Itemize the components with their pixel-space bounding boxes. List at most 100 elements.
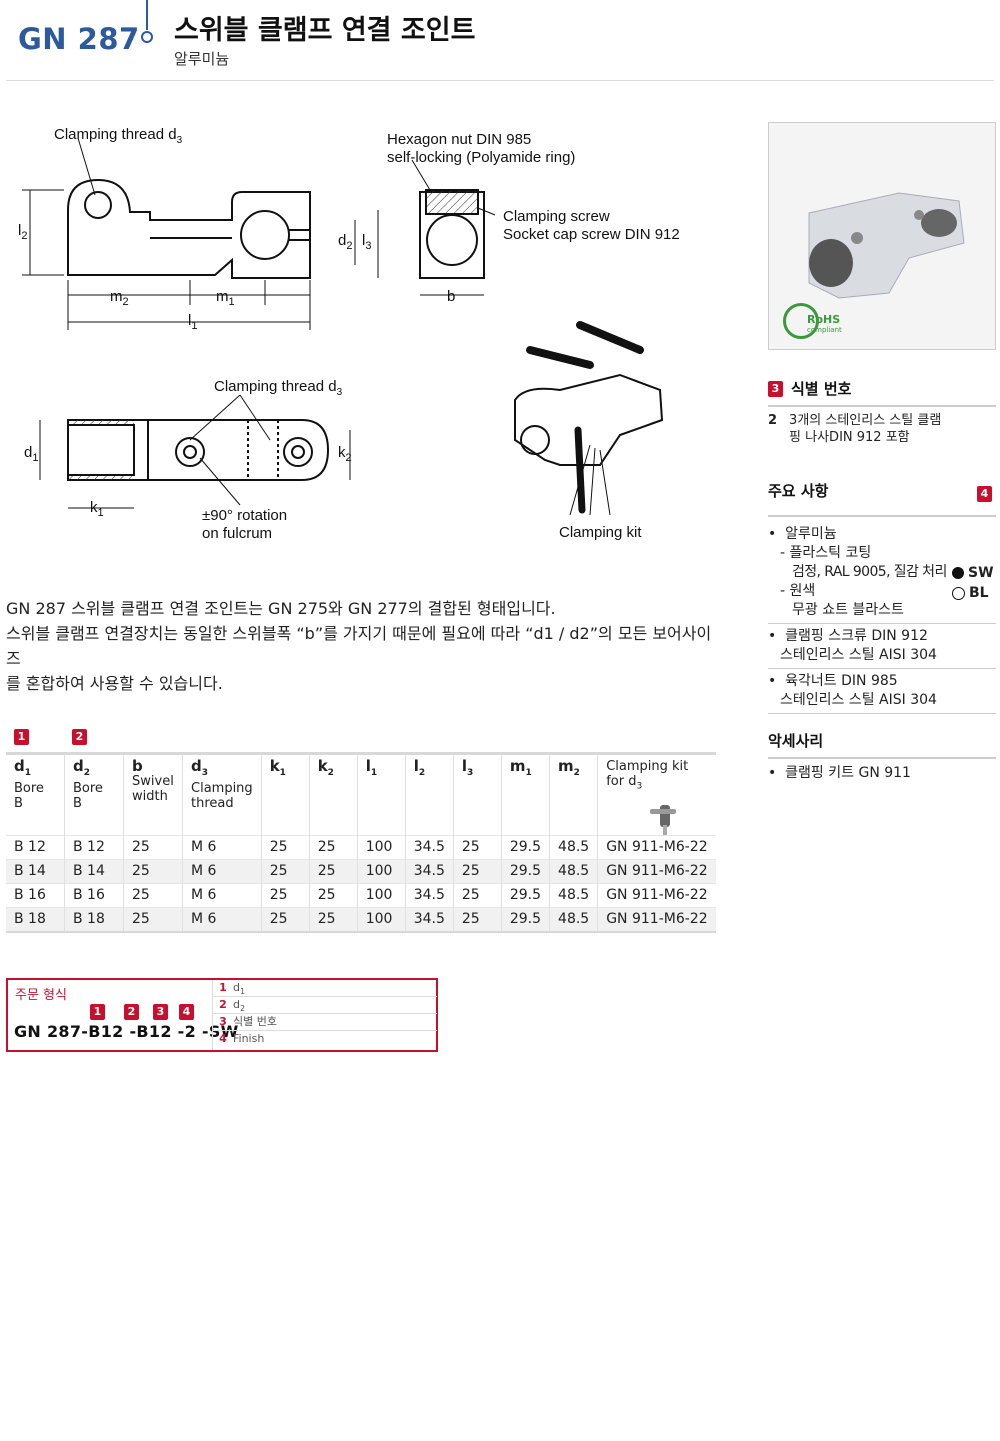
feature-natural: - 원색 <box>780 583 816 599</box>
label-clamping-kit: Clamping kit <box>559 524 642 541</box>
order-legend-label: 식별 번호 <box>233 1015 277 1028</box>
header-divider-line <box>146 0 148 30</box>
label-clamping-thread-top: Clamping thread d3 <box>54 126 183 146</box>
id-title: 식별 번호 <box>791 380 852 398</box>
header-rule <box>6 80 994 81</box>
dim-l3: l3 <box>362 232 372 252</box>
features-title: 주요 사항 <box>768 482 829 500</box>
feature-natural-desc: 무광 쇼트 블라스트 <box>792 602 904 618</box>
sw-filled-circle-icon <box>952 567 964 579</box>
order-badge-1: 1 <box>90 1004 105 1020</box>
id-badge-3: 3 <box>768 380 783 397</box>
order-legend-row: 1 d1 <box>213 980 437 997</box>
table-cell-l2: 34.5 <box>405 858 454 884</box>
order-badge-2: 2 <box>124 1004 139 1020</box>
col-m2: m2 <box>549 752 599 836</box>
table-cell-b: 25 <box>123 882 183 908</box>
table-cell-d1: B 18 <box>6 906 65 933</box>
header-divider-dot <box>141 31 153 43</box>
table-cell-b: 25 <box>123 834 183 860</box>
features-badge-4: 4 <box>977 486 992 502</box>
order-code: GN 287-B12 -B12 -2 -SW <box>14 1022 239 1041</box>
table-cell-m1: 29.5 <box>501 882 551 908</box>
feature-coating: - 플라스틱 코팅 <box>780 545 872 561</box>
table-cell-l1: 100 <box>357 906 406 933</box>
table-cell-l2: 34.5 <box>405 882 454 908</box>
label-hex-nut-1: Hexagon nut DIN 985 <box>387 131 532 148</box>
side-view-body <box>67 178 311 279</box>
table-cell-d1: B 16 <box>6 882 65 908</box>
col-k2: k2 <box>309 752 358 836</box>
label-rotation-2: on fulcrum <box>202 525 273 542</box>
feature-nut: • 육각너트 DIN 985 <box>768 673 898 689</box>
id-rule <box>768 405 996 407</box>
col-kit: Clamping kit for d3 <box>597 752 716 836</box>
accessories-rule <box>768 757 996 759</box>
order-title: 주문 형식 <box>15 988 67 1003</box>
badge-1: 1 <box>14 729 29 745</box>
table-cell-l1: 100 <box>357 882 406 908</box>
order-badge-4: 4 <box>179 1004 194 1020</box>
top-arm-body <box>147 419 330 481</box>
table-cell-m2: 48.5 <box>549 858 599 884</box>
table-cell-l3: 25 <box>453 906 502 933</box>
accessories-title: 악세사리 <box>768 732 824 750</box>
feature-nut-material: 스테인리스 스틸 AISI 304 <box>780 692 937 708</box>
product-photo: RoHS compliant <box>768 122 996 350</box>
table-cell-k1: 25 <box>261 858 310 884</box>
rohs-label: RoHS <box>807 313 841 326</box>
table-cell-m1: 29.5 <box>501 906 551 933</box>
rohs-sub: compliant <box>807 326 842 334</box>
order-legend-number: 1 <box>219 981 227 994</box>
dim-k2: k2 <box>338 444 352 464</box>
order-legend-number: 3 <box>219 1015 227 1028</box>
product-code: GN 287 <box>18 22 140 56</box>
order-badge-3: 3 <box>153 1004 168 1020</box>
table-cell-d2: B 16 <box>64 882 124 908</box>
top-hex-1 <box>175 437 205 467</box>
table-cell-b: 25 <box>123 906 183 933</box>
top-hex-2 <box>283 437 313 467</box>
table-cell-k1: 25 <box>261 906 310 933</box>
id-number: 2 <box>768 413 778 428</box>
order-legend-number: 4 <box>219 1032 227 1045</box>
col-k1: k1 <box>261 752 310 836</box>
feature-screw: • 클램핑 스크류 DIN 912 <box>768 628 928 644</box>
table-cell-l2: 34.5 <box>405 834 454 860</box>
table-cell-m1: 29.5 <box>501 834 551 860</box>
order-legend-row: 3 식별 번호 <box>213 1014 437 1031</box>
table-cell-kit: GN 911-M6-22 <box>597 858 716 884</box>
table-cell-m2: 48.5 <box>549 834 599 860</box>
badge-2: 2 <box>72 729 87 745</box>
label-screw-1: Clamping screw <box>503 208 610 225</box>
table-cell-l3: 25 <box>453 858 502 884</box>
table-cell-d3: M 6 <box>182 834 262 860</box>
accessory-item: • 클램핑 키트 GN 911 <box>768 765 911 781</box>
table-cell-k1: 25 <box>261 834 310 860</box>
description-line-2: 스위블 클램프 연결장치는 동일한 스위블폭 “b”를 가지기 때문에 필요에 … <box>6 624 712 668</box>
col-l3: l3 <box>453 752 502 836</box>
table-cell-d2: B 12 <box>64 834 124 860</box>
features-rule <box>768 515 996 517</box>
clamping-kit-icon <box>650 804 677 835</box>
order-legend-label: d1 <box>233 981 246 997</box>
label-rotation-1: ±90° rotation <box>202 507 288 524</box>
end-bore-circle <box>426 214 478 266</box>
dim-b: b <box>447 288 456 305</box>
table-cell-l2: 34.5 <box>405 906 454 933</box>
feature-aluminium: • 알루미늄 <box>768 526 837 542</box>
dim-d2: d2 <box>338 232 353 252</box>
table-cell-d2: B 18 <box>64 906 124 933</box>
finish-sw: SW <box>952 565 994 581</box>
